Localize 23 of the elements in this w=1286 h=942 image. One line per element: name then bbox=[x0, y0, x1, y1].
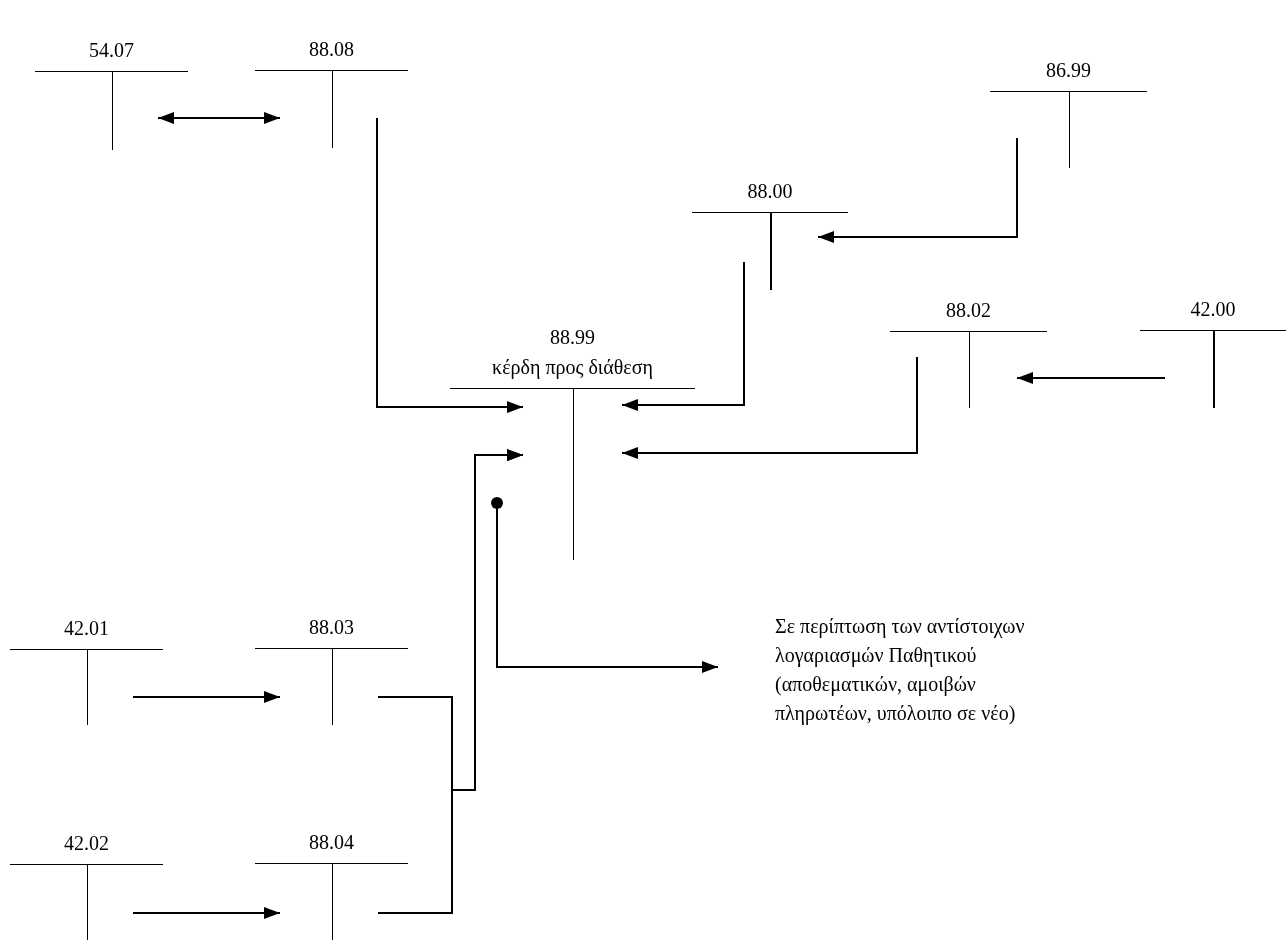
arrow bbox=[377, 449, 524, 914]
account-code: 86.99 bbox=[1046, 58, 1091, 83]
arrow bbox=[621, 261, 745, 411]
account-code: 88.08 bbox=[309, 37, 354, 62]
account-code: 42.02 bbox=[64, 831, 109, 856]
arrow bbox=[157, 112, 281, 124]
account-code: 88.03 bbox=[309, 615, 354, 640]
arrow bbox=[132, 691, 281, 703]
note-text: Σε περίπτωση των αντίστοιχων λογαριασμών Παθητικού (αποθεματικών, αμοιβών πληρωτέων, υπόλοιπο σε νέο) bbox=[775, 612, 1057, 728]
account-code: 88.00 bbox=[747, 179, 793, 204]
account-code: 88.99 bbox=[550, 325, 595, 350]
account-code: 54.07 bbox=[89, 38, 134, 63]
arrow bbox=[621, 356, 918, 459]
account-code: 88.04 bbox=[309, 830, 354, 855]
arrow bbox=[376, 117, 524, 413]
account-name: κέρδη προς διάθεση bbox=[492, 355, 653, 381]
arrow bbox=[132, 907, 281, 919]
arrow bbox=[496, 508, 719, 673]
arrow bbox=[817, 137, 1018, 243]
arrow bbox=[1016, 372, 1166, 384]
account-code: 42.01 bbox=[64, 616, 109, 641]
account-code: 42.00 bbox=[1190, 297, 1236, 322]
account-code: 88.02 bbox=[946, 298, 991, 323]
